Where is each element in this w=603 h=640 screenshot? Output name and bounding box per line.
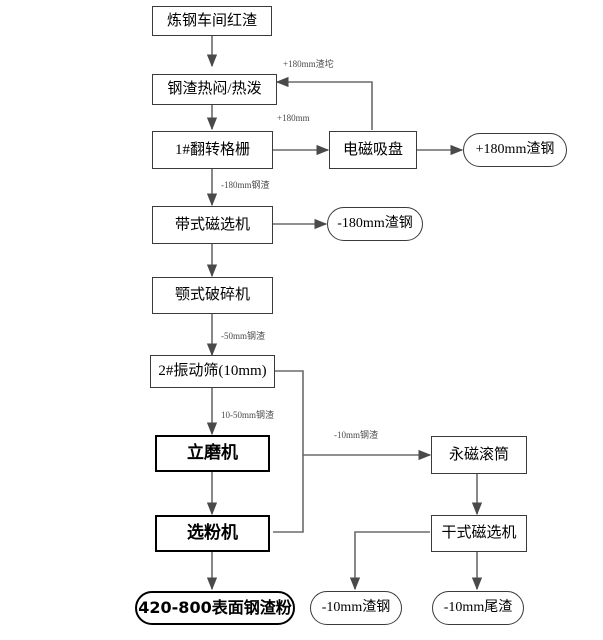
node-label: 立磨机 [187, 443, 238, 464]
edge-label-n8-n9: -50mm钢渣 [221, 331, 265, 341]
node-n15[interactable]: -10mm渣钢 [310, 591, 402, 625]
node-label: -10mm尾渣 [443, 600, 513, 616]
node-n13[interactable]: 干式磁选机 [431, 515, 527, 552]
edge-label-n3-n4: +180mm [277, 113, 310, 123]
node-label: 420-800表面钢渣粉 [138, 598, 292, 618]
node-label: 电磁吸盘 [342, 141, 403, 158]
node-n9[interactable]: 2#振动筛(10mm) [150, 355, 275, 388]
node-label: 带式磁选机 [174, 216, 250, 233]
node-n14[interactable]: 420-800表面钢渣粉 [135, 591, 295, 625]
node-label: 干式磁选机 [441, 525, 517, 542]
edge-label-n9-n11: -10mm钢渣 [334, 430, 378, 440]
edge-label-n3-n6: -180mm钢渣 [221, 180, 270, 190]
node-n10[interactable]: 立磨机 [155, 435, 270, 472]
node-label: 钢渣热闷/热泼 [167, 81, 262, 98]
connector-n9-n11 [275, 370, 432, 461]
node-label: 1#翻转格栅 [174, 141, 250, 158]
edge-label-n9-n10: 10-50mm钢渣 [221, 410, 274, 420]
node-label: +180mm渣钢 [475, 142, 555, 158]
node-n2[interactable]: 钢渣热闷/热泼 [152, 74, 277, 105]
node-label: 选粉机 [187, 523, 238, 544]
node-n4[interactable]: 电磁吸盘 [329, 131, 417, 169]
node-n8[interactable]: 颚式破碎机 [152, 277, 273, 314]
connector-n12-return [273, 455, 304, 533]
node-n11[interactable]: 永磁滚筒 [431, 436, 527, 474]
node-label: -180mm渣钢 [337, 216, 413, 232]
node-n1[interactable]: 炼钢车间红渣 [152, 6, 272, 36]
node-label: 永磁滚筒 [448, 446, 509, 463]
node-n3[interactable]: 1#翻转格栅 [152, 131, 273, 169]
node-label: 2#振动筛(10mm) [158, 363, 267, 380]
node-label: 炼钢车间红渣 [166, 12, 257, 29]
node-n16[interactable]: -10mm尾渣 [432, 591, 524, 625]
node-n5[interactable]: +180mm渣钢 [463, 133, 567, 167]
node-label: 颚式破碎机 [174, 287, 250, 304]
connector-n13-n15 [349, 531, 430, 591]
edge-label-n4-n2: +180mm渣坨 [283, 59, 334, 69]
node-label: -10mm渣钢 [321, 600, 391, 616]
node-n6[interactable]: 带式磁选机 [152, 206, 273, 244]
node-n7[interactable]: -180mm渣钢 [327, 207, 423, 241]
node-n12[interactable]: 选粉机 [155, 515, 270, 552]
